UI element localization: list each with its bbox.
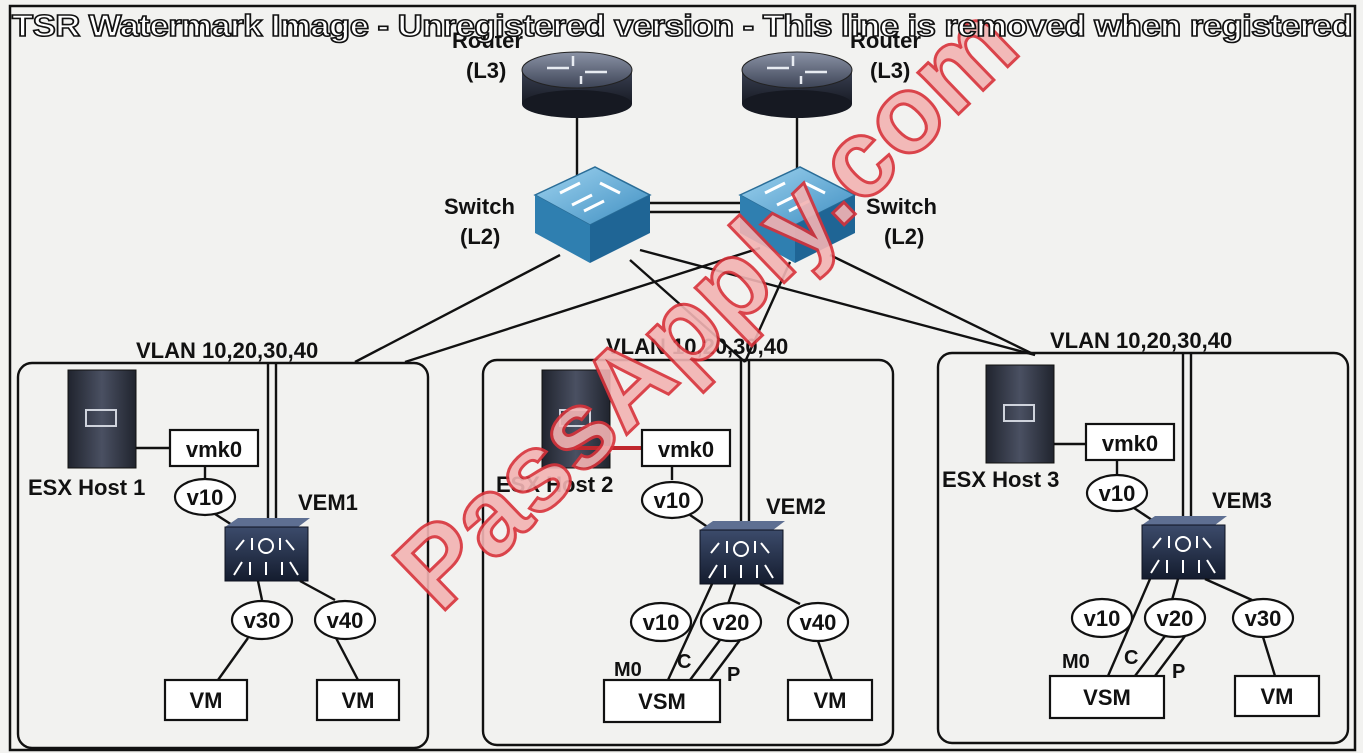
vlan-label: VLAN 10,20,30,40 [606, 334, 788, 359]
esx-host-2-panel: VLAN 10,20,30,40 vmk0 ESX Host 2 v10 VEM… [481, 334, 895, 747]
port-label: v10 [187, 485, 224, 510]
vem-switch-icon [699, 521, 785, 585]
vlan-label: VLAN 10,20,30,40 [1050, 328, 1232, 353]
vem-label: VEM2 [766, 494, 826, 519]
vmk-label: vmk0 [186, 437, 242, 462]
vsm-label: VSM [638, 689, 686, 714]
tsr-watermark: TSR Watermark Image - Unregistered versi… [12, 8, 1352, 43]
vem-switch-icon [1141, 516, 1227, 580]
esx-host-3-panel: VLAN 10,20,30,40 vmk0 ESX Host 3 v10 VEM… [936, 328, 1350, 745]
port-oval [173, 477, 237, 517]
vem-label: VEM3 [1212, 488, 1272, 513]
router-2-sublabel: (L3) [870, 58, 910, 83]
vmk-box [640, 428, 732, 468]
port-label: v30 [244, 608, 281, 633]
uplink-lines [354, 108, 1036, 364]
switch-icon [738, 166, 857, 263]
vm-label: VM [190, 688, 223, 713]
router-icon [521, 51, 633, 118]
vsm-link-label: C [1124, 647, 1138, 669]
diagram-border [8, 4, 1357, 752]
server-icon [541, 369, 611, 469]
vm-box [315, 678, 401, 722]
router-1-label: Router [452, 28, 523, 53]
vmk-box [1084, 422, 1176, 462]
host-label: ESX Host 2 [496, 472, 613, 497]
vem-switch-icon [224, 518, 310, 582]
vmk-box [168, 428, 260, 468]
vem-label: VEM1 [298, 490, 358, 515]
vm-label: VM [1261, 684, 1294, 709]
switch-icon [533, 166, 652, 263]
esx-host-1-panel: VLAN 10,20,30,40 vmk0 ESX Host 1 v10 VEM… [16, 338, 430, 750]
vsm-label: VSM [1083, 685, 1131, 710]
vm-label: VM [814, 688, 847, 713]
router-1-sublabel: (L3) [466, 58, 506, 83]
port-label: v10 [1084, 606, 1121, 631]
vm-box [786, 678, 874, 722]
port-label: v10 [654, 488, 691, 513]
switch-1-label: Switch [444, 194, 515, 219]
vm-label: VM [342, 688, 375, 713]
port-label: v40 [327, 608, 364, 633]
router-2-label: Router [850, 28, 921, 53]
vsm-link-label: P [727, 664, 740, 686]
port-oval [640, 480, 704, 520]
vmk-label: vmk0 [1102, 431, 1158, 456]
switch-2-label: Switch [866, 194, 937, 219]
vsm-link-label: P [1172, 661, 1185, 683]
vmk-label: vmk0 [658, 437, 714, 462]
server-icon [985, 364, 1055, 464]
port-label: v10 [1099, 481, 1136, 506]
port-oval [1085, 473, 1149, 513]
port-label: v40 [800, 610, 837, 635]
server-icon [67, 369, 137, 469]
host-label: ESX Host 1 [28, 475, 145, 500]
port-label: v20 [1157, 606, 1194, 631]
vsm-box [1048, 674, 1166, 720]
router-icon [741, 51, 853, 118]
port-label: v20 [713, 610, 750, 635]
switch-2-sublabel: (L2) [884, 224, 924, 249]
port-label: v10 [643, 610, 680, 635]
host-label: ESX Host 3 [942, 467, 1059, 492]
vsm-link-label: M0 [614, 659, 642, 681]
vm-box [163, 678, 249, 722]
port-label: v30 [1245, 606, 1282, 631]
vm-box [1233, 674, 1321, 718]
vsm-link-label: M0 [1062, 651, 1090, 673]
vlan-label: VLAN 10,20,30,40 [136, 338, 318, 363]
switch-1-sublabel: (L2) [460, 224, 500, 249]
vsm-box [602, 678, 722, 724]
vsm-link-label: C [677, 651, 691, 673]
